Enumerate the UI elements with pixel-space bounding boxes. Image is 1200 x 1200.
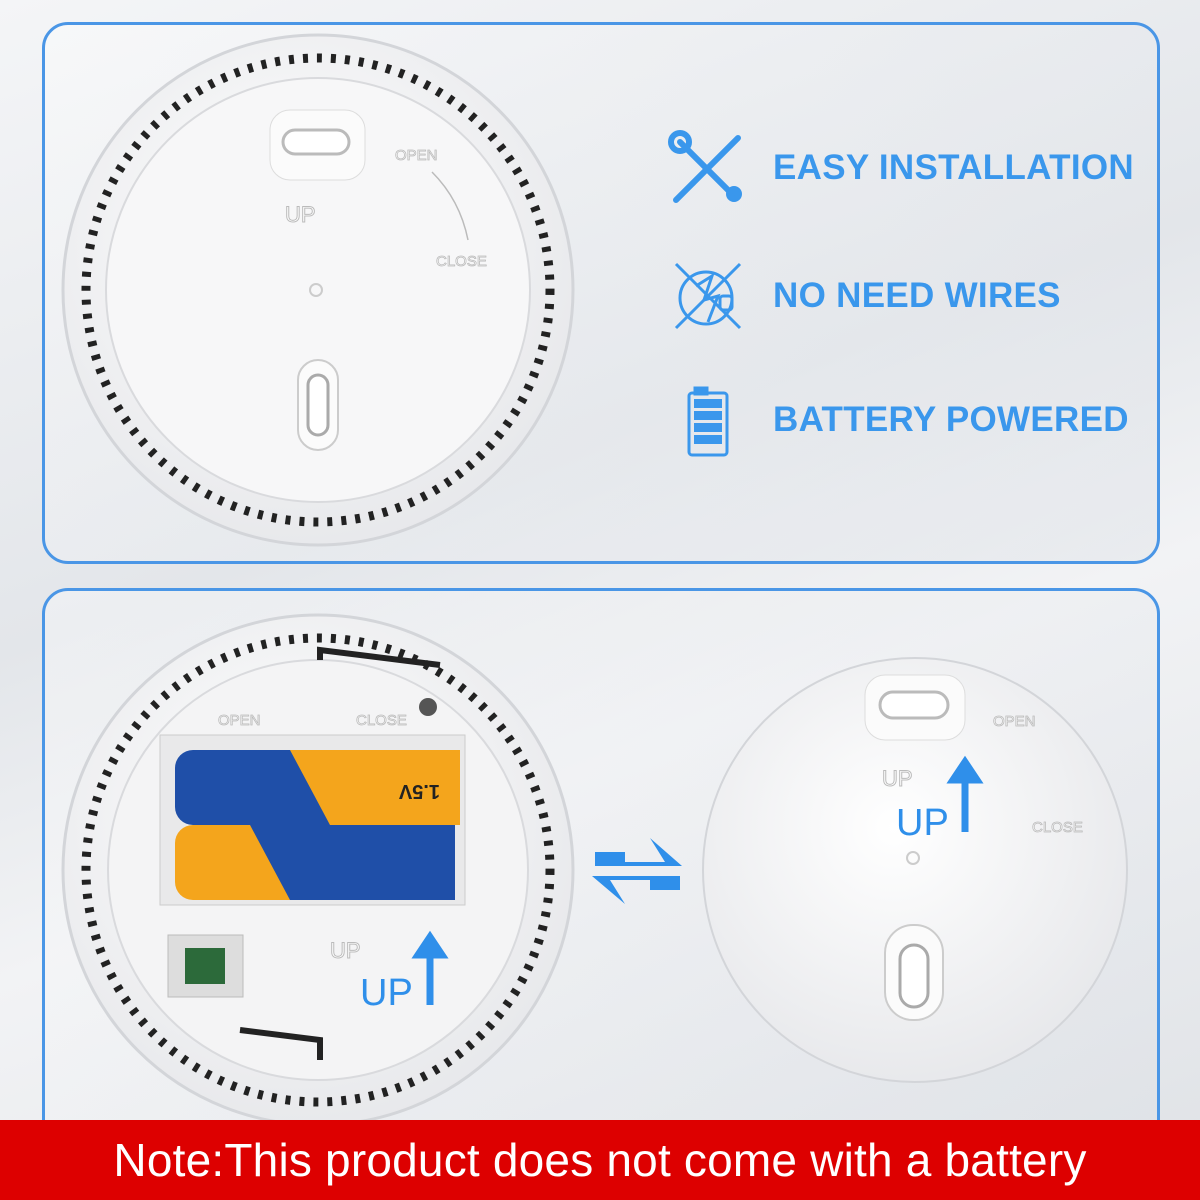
mounting-plate: OPEN CLOSE UP UP — [702, 657, 1128, 1083]
open-label: OPEN — [395, 147, 438, 164]
open-label-2: OPEN — [218, 712, 261, 729]
feature-label: EASY INSTALLATION — [773, 148, 1134, 187]
feature-no-need-wires: NO NEED WIRES — [668, 256, 1061, 336]
battery-1: 1.5V — [175, 750, 460, 825]
feature-easy-installation: EASY INSTALLATION — [668, 128, 1134, 208]
up-label-3: UP — [882, 766, 913, 791]
battery-2 — [175, 825, 455, 900]
up-big-label: UP — [360, 972, 413, 1014]
note-banner: Note:This product does not come with a b… — [0, 1120, 1200, 1200]
feature-label: BATTERY POWERED — [773, 400, 1129, 439]
tools-icon — [668, 128, 748, 208]
open-label-3: OPEN — [993, 713, 1036, 730]
battery-icon — [668, 380, 748, 460]
feature-label: NO NEED WIRES — [773, 276, 1061, 315]
detector-battery-compartment: OPEN CLOSE 1.5V UP UP — [61, 613, 575, 1127]
feature-battery-powered: BATTERY POWERED — [668, 380, 1129, 460]
up-label-2: UP — [330, 938, 361, 963]
close-label: CLOSE — [436, 253, 487, 270]
no-wires-icon — [668, 256, 748, 336]
up-big-label-2: UP — [896, 802, 949, 844]
close-label-2: CLOSE — [356, 712, 407, 729]
up-label: UP — [285, 202, 316, 227]
battery-voltage: 1.5V — [398, 780, 440, 802]
close-label-3: CLOSE — [1032, 819, 1083, 836]
swap-arrows-icon — [592, 838, 682, 904]
detector-back-top: UP OPEN CLOSE — [61, 33, 575, 547]
